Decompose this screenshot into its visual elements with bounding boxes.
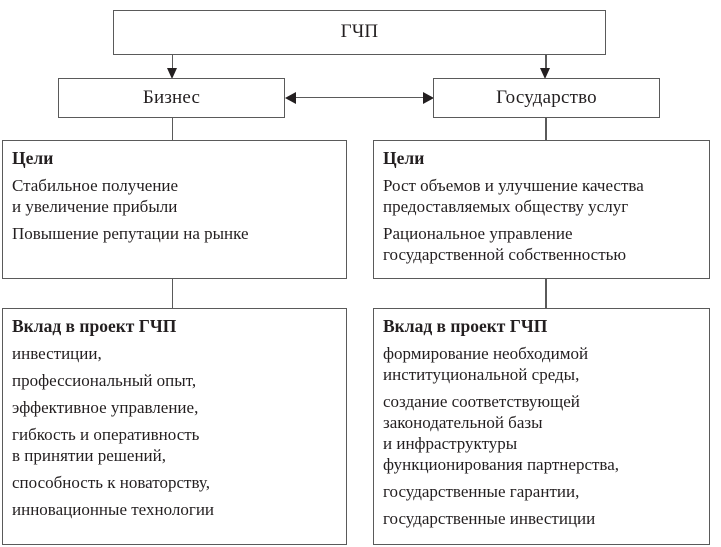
- list-item: Рациональное управление государственной …: [383, 224, 627, 265]
- node-state[interactable]: Государство: [433, 78, 660, 118]
- arrowhead-root-to-state: [540, 68, 550, 79]
- panel-state-goals-heading: Цели: [383, 148, 425, 168]
- connector-root-to-business: [171, 54, 173, 72]
- panel-state-contribution[interactable]: Вклад в проект ГЧП формирование необходи…: [373, 308, 710, 545]
- list-item: инвестиции,: [12, 343, 102, 363]
- panel-state-contribution-heading: Вклад в проект ГЧП: [383, 316, 548, 336]
- panel-business-contribution-heading: Вклад в проект ГЧП: [12, 316, 177, 336]
- node-business[interactable]: Бизнес: [58, 78, 285, 118]
- node-ppp-root[interactable]: ГЧП: [113, 10, 606, 55]
- list-item: профессиональный опыт,: [12, 370, 197, 390]
- list-item: государственные гарантии,: [383, 482, 580, 502]
- list-item: способность к новаторству,: [12, 473, 210, 493]
- connector-root-to-state: [545, 54, 547, 72]
- node-ppp-root-label: ГЧП: [340, 21, 379, 43]
- panel-state-goals-list: Рост объемов и улучшение качества предос…: [383, 175, 700, 265]
- node-business-label: Бизнес: [142, 86, 201, 108]
- connector-state-to-goals: [545, 117, 547, 141]
- list-item: гибкость и оперативность в принятии реше…: [12, 425, 200, 466]
- arrowhead-toward-state: [423, 91, 434, 104]
- arrowhead-toward-business: [285, 91, 296, 104]
- connector-business-goals-to-contribution: [171, 278, 173, 309]
- list-item: формирование необходимой институциональн…: [383, 343, 589, 384]
- list-item: инновационные технологии: [12, 500, 215, 520]
- panel-state-goals[interactable]: Цели Рост объемов и улучшение качества п…: [373, 140, 710, 279]
- connector-business-state: [292, 96, 426, 98]
- panel-business-goals-list: Стабильное получение и увеличение прибыл…: [12, 175, 337, 244]
- panel-business-contribution-list: инвестиции, профессиональный опыт, эффек…: [12, 343, 337, 521]
- list-item: Повышение репутации на рынке: [12, 224, 249, 244]
- connector-state-goals-to-contribution: [545, 278, 547, 309]
- list-item: Стабильное получение и увеличение прибыл…: [12, 175, 179, 216]
- list-item: Рост объемов и улучшение качества предос…: [383, 175, 644, 216]
- list-item: создание соответствующей законодательной…: [383, 392, 620, 475]
- list-item: государственные инвестиции: [383, 509, 596, 529]
- connector-business-to-goals: [171, 117, 173, 141]
- panel-business-contribution[interactable]: Вклад в проект ГЧП инвестиции, профессио…: [2, 308, 347, 545]
- panel-state-contribution-list: формирование необходимой институциональн…: [383, 343, 700, 530]
- list-item: эффективное управление,: [12, 398, 199, 418]
- panel-business-goals[interactable]: Цели Стабильное получение и увеличение п…: [2, 140, 347, 279]
- arrowhead-root-to-business: [166, 68, 177, 79]
- node-state-label: Государство: [496, 86, 597, 108]
- panel-business-goals-heading: Цели: [12, 148, 54, 168]
